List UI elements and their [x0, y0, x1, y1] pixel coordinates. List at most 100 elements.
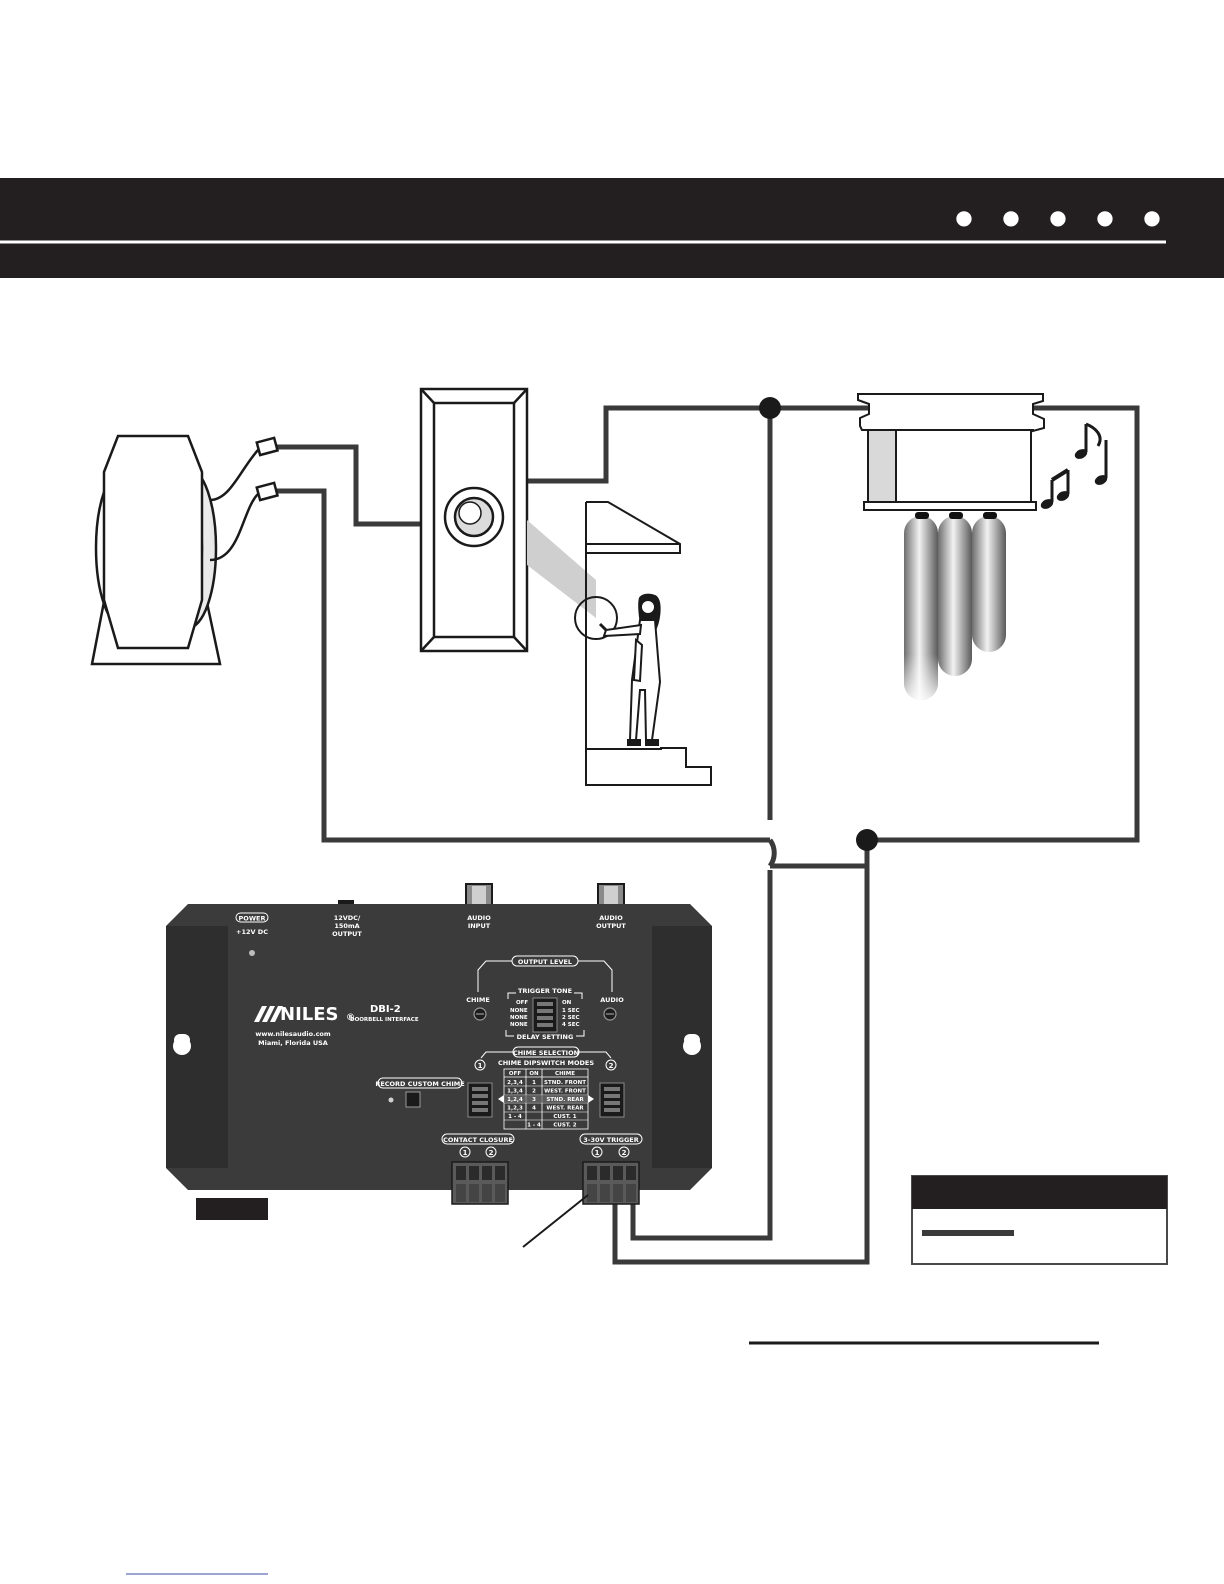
audio-input-label-2: INPUT: [468, 922, 491, 930]
contact-terminal-1-label: 1: [463, 1149, 468, 1157]
zoom-circle: [574, 596, 618, 640]
trigger-terminal-2-label: 2: [622, 1149, 627, 1157]
audio-level-knob[interactable]: [603, 1007, 617, 1021]
sec-label-2: 2 SEC: [562, 1015, 580, 1021]
table-header-cell: OFF: [509, 1071, 521, 1077]
table-cell: 1: [532, 1080, 536, 1086]
mounting-hole-right: [683, 1034, 701, 1055]
power-voltage-label: +12V DC: [236, 928, 268, 936]
wire-hop-crossover: [767, 838, 777, 868]
table-cell: WEST. REAR: [546, 1106, 584, 1112]
header-dot-2: ●: [1002, 205, 1019, 229]
wire-bottom-to-chime: [770, 840, 870, 869]
contact-closure-terminal-block[interactable]: [451, 1161, 509, 1205]
header-dot-4: ●: [1096, 205, 1113, 229]
table-cell: CUST. 2: [553, 1123, 576, 1129]
device-chassis: [166, 904, 712, 1190]
table-cell: 1 - 4: [508, 1114, 522, 1120]
table-cell: CUST. 1: [553, 1114, 576, 1120]
output-level-label: OUTPUT LEVEL: [518, 958, 572, 966]
audio-output-label: AUDIO: [599, 914, 623, 922]
chime-tubes: [904, 512, 1006, 700]
wire-vertical-left: [630, 410, 773, 1241]
brand-name: NILES: [280, 1004, 339, 1025]
wire-transformer-to-bottom: [273, 488, 770, 843]
legend-wire-swatch: [922, 1230, 1014, 1236]
table-cell: 4: [532, 1106, 536, 1112]
model-name: DBI-2: [370, 1004, 401, 1015]
table-cell: 3: [532, 1097, 536, 1103]
audio-output-label-2: OUTPUT: [596, 922, 626, 930]
chime-level-knob[interactable]: [473, 1007, 487, 1021]
chime-base: [863, 501, 1037, 511]
table-cell: 1,2,4: [507, 1097, 523, 1103]
record-led: [388, 1097, 394, 1103]
table-cell: STND. FRONT: [544, 1080, 586, 1086]
none-label-2: NONE: [510, 1015, 528, 1021]
header-band: ● ● ● ● ●: [0, 178, 1224, 278]
website: www.nilesaudio.com: [255, 1030, 331, 1038]
audio-level-label: AUDIO: [600, 996, 624, 1004]
power-output-label-2: 150mA: [334, 922, 359, 930]
table-cell: STND. REAR: [546, 1097, 584, 1103]
audio-input-label: AUDIO: [467, 914, 491, 922]
table-header-cell: CHIME: [555, 1071, 575, 1077]
wire-terminal-1: [255, 436, 280, 457]
door-chime: [857, 393, 1108, 700]
power-output-label-3: OUTPUT: [332, 930, 362, 938]
header-dot-5: ●: [1143, 205, 1160, 229]
doorbell-button: [419, 387, 529, 653]
none-label-3: NONE: [510, 1022, 528, 1028]
contact-closure-label: CONTACT CLOSURE: [443, 1136, 513, 1144]
record-custom-label: RECORD CUSTOM CHIME: [375, 1080, 464, 1088]
arrow-left-icon: [498, 1095, 504, 1103]
dipswitch-modes-table: [503, 1068, 589, 1130]
dbi2-device: POWER +12V DC 12VDC/ 150mA OUTPUT AUDIO …: [166, 883, 712, 1205]
arrow-right-icon: [588, 1095, 594, 1103]
power-led: [249, 950, 255, 956]
brand-mark: ®: [346, 1013, 355, 1023]
trigger-label: 3-30V TRIGGER: [583, 1136, 639, 1144]
chime-dipswitch-1[interactable]: [467, 1082, 493, 1118]
table-cell: 2: [532, 1089, 536, 1095]
table-cell: 1,2,3: [507, 1106, 523, 1112]
wire-terminal-2: [255, 481, 280, 502]
chime-level-label: CHIME: [466, 996, 490, 1004]
chime-cap: [857, 393, 1045, 433]
house-awning: [585, 501, 681, 554]
wire-transformer-to-button: [273, 444, 421, 527]
house-wall: [585, 502, 712, 786]
legend-header: [912, 1176, 1167, 1209]
trigger-terminal-1-label: 1: [595, 1149, 600, 1157]
table-cell: WEST. FRONT: [544, 1089, 586, 1095]
callout-pointer: [522, 1194, 589, 1248]
transformer: [90, 434, 280, 666]
person-icon: [602, 593, 662, 746]
delay-dipswitch[interactable]: [532, 997, 558, 1033]
chime-dipswitch-2[interactable]: [599, 1082, 625, 1118]
chime-selector-2-label: 2: [609, 1062, 614, 1070]
zoom-highlight: [527, 520, 596, 618]
table-cell: 1,3,4: [507, 1089, 523, 1095]
trigger-tone-label: TRIGGER TONE: [518, 987, 572, 995]
power-label: POWER: [239, 915, 266, 923]
sec-label-1: 1 SEC: [562, 1008, 580, 1014]
header-dot-3: ●: [1049, 205, 1066, 229]
sec-label-4: 4 SEC: [562, 1022, 580, 1028]
record-custom-button[interactable]: [405, 1091, 421, 1108]
model-subtitle: DOORBELL INTERFACE: [350, 1017, 419, 1023]
mounting-hole-left: [173, 1034, 191, 1055]
dipswitch-modes-label: CHIME DIPSWITCH MODES: [498, 1059, 594, 1067]
transformer-core: [102, 434, 204, 650]
front-door-scene: [527, 501, 712, 786]
header-background: [0, 178, 1224, 278]
trigger-terminal-block[interactable]: [582, 1161, 640, 1205]
location: Miami, Florida USA: [258, 1039, 328, 1047]
power-output-label: 12VDC/: [334, 914, 361, 922]
table-header-cell: ON: [529, 1071, 539, 1077]
on-label: ON: [562, 1000, 572, 1006]
niles-logo-icon: [254, 1006, 283, 1022]
wire-junction-top: [759, 397, 781, 419]
